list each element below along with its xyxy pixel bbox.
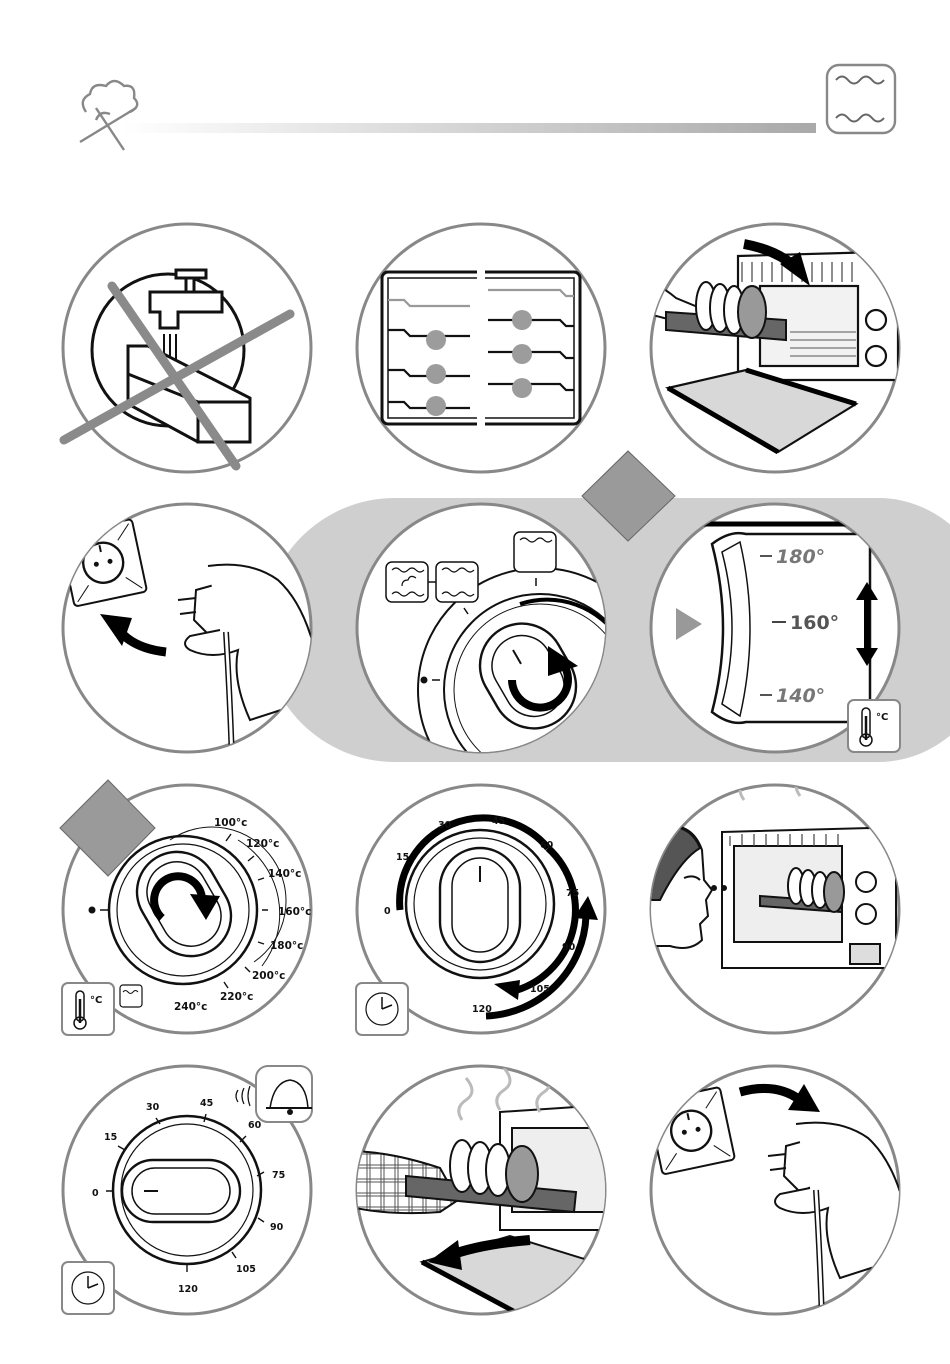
- thermostat-low: 140°: [776, 685, 825, 707]
- panel-timer-dial: 0 15 30 45 60 75 90 105 120: [356, 785, 605, 1035]
- temp-label-160: 160°c: [278, 906, 311, 918]
- steam-mode-icon: [386, 562, 428, 602]
- temp-label-100: 100°c: [214, 817, 247, 829]
- convection-mode-icon: [827, 65, 895, 133]
- panel-insert-rack: [610, 224, 899, 472]
- temp-label-240: 240°c: [174, 1001, 207, 1013]
- timer-end-label-90: 90: [270, 1222, 284, 1233]
- timer-label-60: 60: [540, 840, 554, 851]
- timer-end-label-30: 30: [146, 1102, 160, 1113]
- timer-label-30: 30: [438, 820, 452, 831]
- oven-illustration: [712, 828, 896, 968]
- timer-end-label-105: 105: [236, 1264, 256, 1275]
- temp-label-220: 220°c: [220, 991, 253, 1003]
- timer-end-knob[interactable]: [122, 1160, 240, 1222]
- temp-label-140: 140°c: [268, 868, 301, 880]
- timer-end-label-15: 15: [104, 1132, 117, 1143]
- clock-badge-icon: [356, 983, 408, 1035]
- timer-end-label-60: 60: [248, 1120, 262, 1131]
- timer-end-label-0: 0: [92, 1188, 99, 1199]
- thermostat-high: 180°: [776, 546, 825, 568]
- timer-label-75: 75: [566, 888, 579, 899]
- temperature-badge-unit: °C: [90, 995, 102, 1006]
- timer-label-120: 120: [472, 1004, 492, 1015]
- panel-no-water: [63, 224, 311, 472]
- panel-unplug: [647, 1066, 902, 1320]
- steam-cleaning-crossed-icon: [80, 81, 137, 150]
- wall-socket-icon: [59, 519, 147, 607]
- timer-label-45: 45: [492, 816, 505, 827]
- panel-temperature-dial: 100°c 120°c 140°c 160°c 180°c 200°c 220°…: [60, 780, 311, 1035]
- clock-badge-icon: [62, 1262, 114, 1314]
- panel-timer-end: 0 15 30 45 60 75 90 105 120: [62, 1066, 312, 1314]
- convection-mode-small-icon: [120, 985, 142, 1007]
- timer-label-15: 15: [396, 852, 409, 863]
- panel-remove-rack: [336, 1066, 620, 1320]
- thermometer-badge-icon: °C: [62, 983, 114, 1035]
- convection-only-mode-icon: [514, 532, 556, 572]
- temp-label-200: 200°c: [252, 970, 285, 982]
- timer-label-90: 90: [562, 942, 576, 953]
- temp-label-120: 120°c: [246, 838, 279, 850]
- panel-thermostat-scale: 180° 160° 140° °C: [650, 504, 900, 752]
- panel-shelf-positions: [357, 224, 605, 472]
- panel-plug-in: [59, 504, 312, 760]
- timer-end-label-75: 75: [272, 1170, 285, 1181]
- header-gradient-bar: [122, 123, 816, 133]
- thermostat-mid: 160°: [790, 612, 839, 634]
- timer-dial-knob[interactable]: [440, 848, 520, 962]
- header: [80, 65, 895, 150]
- convection-steam-mode-icon: [436, 562, 478, 602]
- timer-end-label-45: 45: [200, 1098, 213, 1109]
- wall-socket-icon: [647, 1087, 735, 1175]
- timer-end-label-120: 120: [178, 1284, 198, 1295]
- thermometer-badge-unit: °C: [876, 712, 888, 723]
- panel-cooking-in-progress: [650, 746, 899, 1033]
- thermometer-badge-icon: °C: [848, 700, 900, 752]
- temp-label-180: 180°c: [270, 940, 303, 952]
- timer-label-105: 105: [530, 984, 550, 995]
- timer-label-0: 0: [384, 906, 391, 917]
